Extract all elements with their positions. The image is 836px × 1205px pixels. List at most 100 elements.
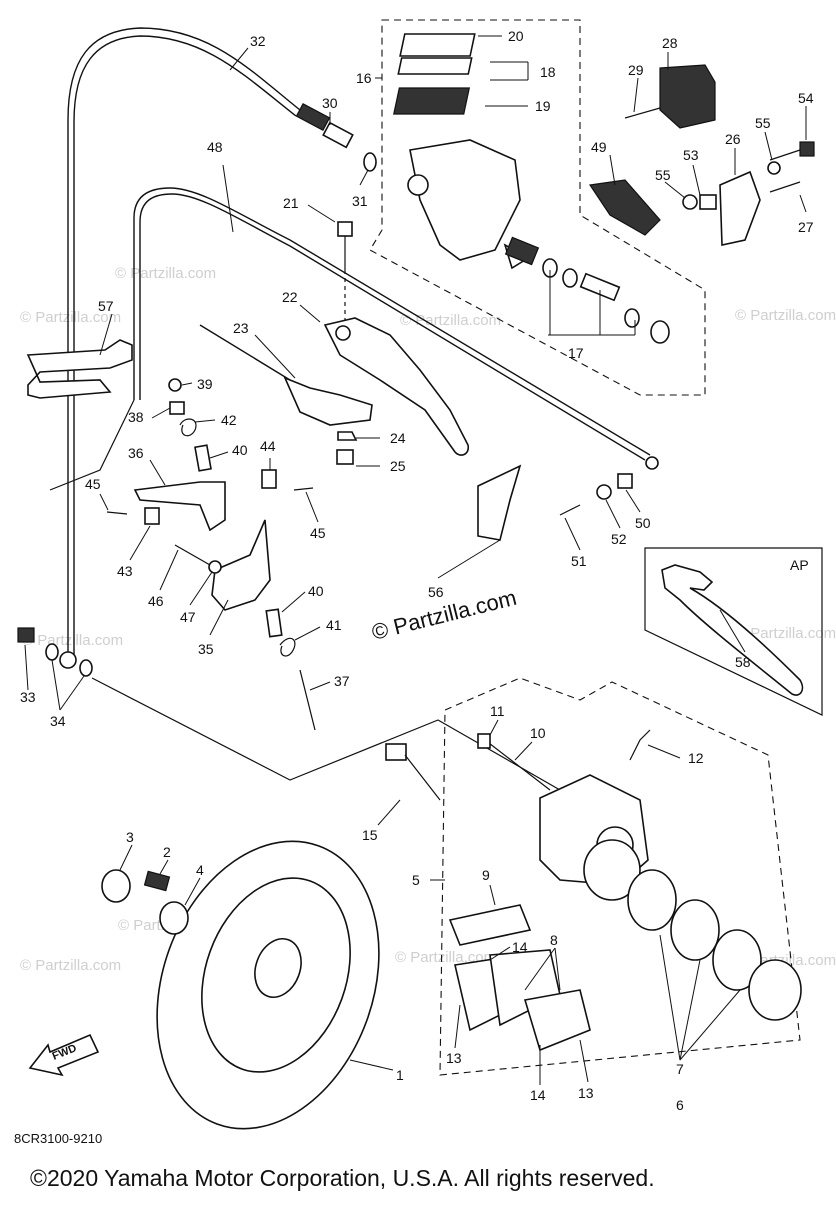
watermark: © Partzilla.com: [735, 625, 836, 642]
brake-hose: [91, 677, 561, 791]
washer-part-4: [159, 901, 189, 935]
callout-3: 3: [126, 829, 134, 845]
lever-pivot: [335, 325, 351, 341]
callout-31: 31: [352, 193, 368, 209]
callout-42: 42: [221, 412, 237, 428]
diaphragm-part-19: [393, 87, 471, 115]
nut-part-24: [337, 431, 358, 441]
callout-24: 24: [390, 430, 406, 446]
bolt-shaft-54: [769, 149, 801, 161]
arm-part-36: [133, 481, 226, 532]
callout-56: 56: [428, 584, 444, 600]
cable-adjuster-30: [295, 102, 331, 132]
callout-38: 38: [128, 409, 144, 425]
caliper-group-outline: [439, 677, 801, 1076]
watermark-main: © Partzilla.com: [369, 585, 519, 645]
spring-part-42: [179, 418, 197, 437]
callout-48: 48: [207, 139, 223, 155]
collar-part-2: [143, 870, 171, 892]
direction-arrow-icon: [28, 1033, 100, 1077]
collar-part-53: [699, 194, 717, 210]
circlip-part-3: [101, 869, 131, 903]
plug-part-11: [477, 733, 491, 749]
callout-43: 43: [117, 563, 133, 579]
callout-47: 47: [180, 609, 196, 625]
callout-44: 44: [260, 438, 276, 454]
cable-part-48-outer: [139, 193, 646, 461]
callout-27: 27: [798, 219, 814, 235]
watermark: © Partzilla.com: [400, 312, 501, 329]
plate-part-18: [397, 57, 473, 75]
screw-part-29: [624, 107, 661, 119]
label-part-56: [477, 464, 522, 541]
callout-54: 54: [798, 90, 814, 106]
callout-55: 55: [755, 115, 771, 131]
bolt-shaft-15: [404, 754, 441, 801]
callout-18: 18: [540, 64, 556, 80]
callout-labels: 32 30 31 16 20 18 19 48 21 22 23 24 25 1…: [20, 28, 814, 1113]
brake-pads-part-8: [454, 949, 591, 1052]
watermark: © Partzilla.com: [735, 307, 836, 324]
callout-7: 7: [676, 1061, 684, 1077]
bolt-part-46: [174, 544, 211, 566]
cable-part-32-outer: [73, 35, 297, 660]
watermark: © Partzilla.com: [20, 957, 121, 974]
union-fitting: [59, 651, 77, 669]
callout-34: 34: [50, 713, 66, 729]
switch-part-28: [659, 64, 716, 129]
rod-part-37: [299, 669, 316, 731]
bleed-screw-part-12: [629, 729, 651, 761]
callout-33: 33: [20, 689, 36, 705]
pin-part-40: [194, 444, 212, 472]
callout-13: 13: [578, 1085, 594, 1101]
master-cylinder-port: [407, 174, 429, 196]
callout-17: 17: [568, 345, 584, 361]
callout-5: 5: [412, 872, 420, 888]
callout-1: 1: [396, 1067, 404, 1083]
watermark: © Partzilla.com: [395, 949, 496, 966]
callout-53: 53: [683, 147, 699, 163]
callout-49: 49: [591, 139, 607, 155]
bolt-head-15: [385, 743, 407, 761]
brake-lever-part-22: [323, 317, 470, 456]
nut-part-47: [208, 560, 222, 574]
bolt-shaft-27: [769, 181, 801, 193]
piston-kit-part-17: [504, 236, 670, 344]
master-cylinder-body: [409, 139, 521, 261]
callout-19: 19: [535, 98, 551, 114]
callout-26: 26: [725, 131, 741, 147]
spring-part-9: [448, 904, 532, 946]
lever-part-49: [588, 179, 661, 236]
callout-14: 14: [512, 939, 528, 955]
collar-part-50: [617, 473, 633, 489]
callout-22: 22: [282, 289, 298, 305]
washer-part-52: [596, 484, 612, 500]
callout-20: 20: [508, 28, 524, 44]
washer-part-34a: [45, 643, 59, 661]
callout-36: 36: [128, 445, 144, 461]
callout-4: 4: [196, 862, 204, 878]
callout-45: 45: [85, 476, 101, 492]
collar-part-44: [261, 469, 277, 489]
callout-40: 40: [232, 442, 248, 458]
watermark: © Partzilla.com: [22, 632, 123, 649]
callout-30: 30: [322, 95, 338, 111]
bolt-part-51: [559, 504, 581, 516]
cable-end-48: [49, 399, 135, 491]
collar-part-43: [144, 507, 160, 525]
callout-57: 57: [98, 298, 114, 314]
callout-10: 10: [530, 725, 546, 741]
callout-6: 6: [676, 1097, 684, 1113]
cable-part-48: [133, 187, 651, 456]
cable-nut-30: [322, 121, 354, 149]
callout-51: 51: [571, 553, 587, 569]
callout-25: 25: [390, 458, 406, 474]
washer-part-34b: [79, 659, 93, 677]
nut-part-39: [168, 378, 182, 392]
watermark: © Partzilla.com: [20, 309, 121, 326]
ap-inset-box: [644, 547, 823, 716]
callout-35: 35: [198, 641, 214, 657]
washer-part-55: [767, 161, 781, 175]
